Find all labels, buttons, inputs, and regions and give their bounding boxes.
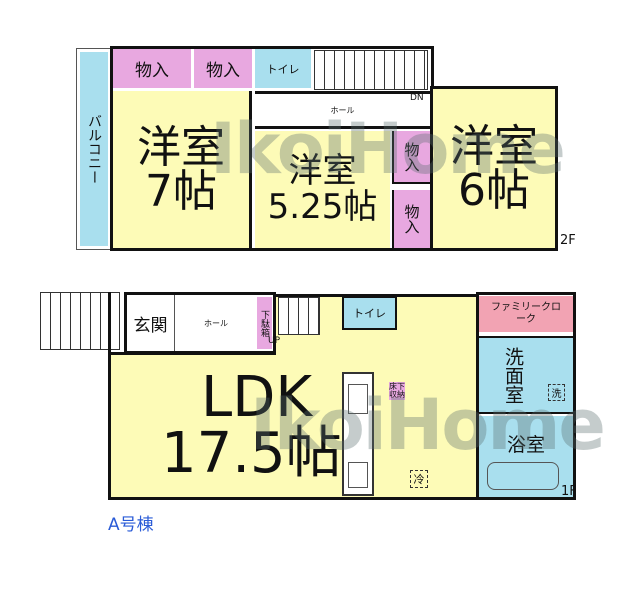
room-east-size: 6帖 [458,164,530,216]
fridge-space: 冷 [410,470,428,488]
room-west-size: 7帖 [145,165,217,217]
stairs-2f [314,50,428,90]
hall-1f: ホール [176,295,256,351]
stairs-1f [278,297,320,335]
room-east: 洋室 6帖 [433,89,555,248]
floor-1f-label: 1F [561,484,577,499]
storage-1: 物入 [113,49,191,88]
toilet-1f: トイレ [342,296,397,330]
washroom: 洗面室 洗 [479,336,573,414]
washer-space: 洗 [548,384,565,401]
floor-2f-label: 2F [560,233,576,248]
storage-3: 物入 [392,131,430,184]
building-label: A号棟 [108,515,154,535]
kitchen-counter [342,372,374,496]
stove-icon [348,462,368,488]
shoe-box: 下駄箱 [257,297,272,349]
room-west: 洋室 7帖 [113,91,252,248]
balcony-label: バルコニー [86,114,102,184]
balcony: バルコニー [76,48,112,250]
stairs-up-label: UP [268,336,281,346]
bathroom-label: 浴室 [506,434,545,456]
ldk: LDK 17.5帖 [111,352,476,497]
storage-2: 物入 [194,49,252,88]
storage-4: 物入 [392,190,430,248]
toilet-2f: トイレ [255,49,311,88]
floor-2f-east [430,86,558,251]
room-west-name: 洋室 [137,121,225,173]
underfloor-storage: 床下収納 [389,382,405,400]
room-center-name: 洋室 [288,150,357,191]
sink-icon [348,384,368,414]
family-closet: ファミリークローク [479,296,573,332]
bathtub-icon [487,462,559,490]
room-center-size: 5.25帖 [267,186,378,227]
ldk-size: 17.5帖 [161,421,342,486]
bathroom: 浴室 [479,416,573,497]
entrance: 玄関 [127,295,175,351]
room-center: 洋室 5.25帖 [255,131,390,248]
hall-2f: ホール [255,91,430,129]
washroom-label: 洗面室 [502,346,524,404]
ldk-name: LDK [201,365,313,430]
stairs-down-label: DN [410,93,424,103]
entrance-steps [40,292,120,350]
room-east-name: 洋室 [450,120,538,172]
